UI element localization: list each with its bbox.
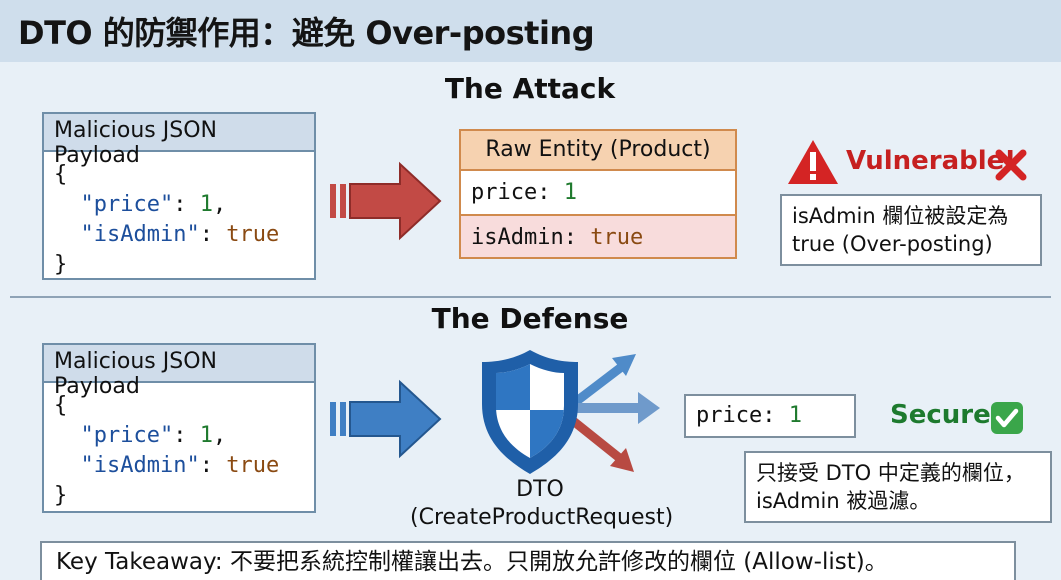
defense-arrow-icon xyxy=(330,379,442,459)
checkmark-icon xyxy=(991,402,1023,434)
entity-row-isadmin: isAdmin: true xyxy=(461,214,735,257)
shield-icon xyxy=(482,350,660,474)
attack-heading: The Attack xyxy=(444,72,616,105)
key-takeaway: Key Takeaway: 不要把系統控制權讓出去。只開放允許修改的欄位 (Al… xyxy=(40,541,1016,580)
warning-icon xyxy=(788,140,838,184)
attack-payload-code: { "price": 1, "isAdmin": true } xyxy=(54,162,280,277)
defense-payload-code: { "price": 1, "isAdmin": true } xyxy=(54,393,280,508)
cross-icon xyxy=(995,149,1027,181)
filter-arrow-right-icon xyxy=(572,392,660,424)
secure-status: Secure! xyxy=(890,400,1003,430)
title-bar: DTO 的防禦作用：避免 Over-posting xyxy=(0,0,1061,62)
raw-entity-header: Raw Entity (Product) xyxy=(461,131,735,171)
vulnerable-status: Vulnerable! xyxy=(846,146,1017,176)
dto-label: DTO (CreateProductRequest) xyxy=(410,477,674,530)
defense-note: 只接受 DTO 中定義的欄位， isAdmin 被過濾。 xyxy=(744,451,1052,523)
page-title: DTO 的防禦作用：避免 Over-posting xyxy=(18,14,595,52)
filtered-result-box: price: 1 xyxy=(684,394,856,438)
entity-row-price: price: 1 xyxy=(471,180,577,205)
attack-arrow-icon xyxy=(330,161,442,241)
defense-payload-box: Malicious JSON Payload { "price": 1, "is… xyxy=(42,343,316,513)
attack-note: isAdmin 欄位被設定為 true (Over-posting) xyxy=(780,194,1042,266)
defense-heading: The Defense xyxy=(431,302,629,335)
defense-payload-header: Malicious JSON Payload xyxy=(44,345,314,399)
section-divider xyxy=(10,296,1051,298)
attack-payload-header: Malicious JSON Payload xyxy=(44,114,314,168)
attack-payload-box: Malicious JSON Payload { "price": 1, "is… xyxy=(42,112,316,280)
raw-entity-box: Raw Entity (Product) price: 1 isAdmin: t… xyxy=(459,129,737,259)
